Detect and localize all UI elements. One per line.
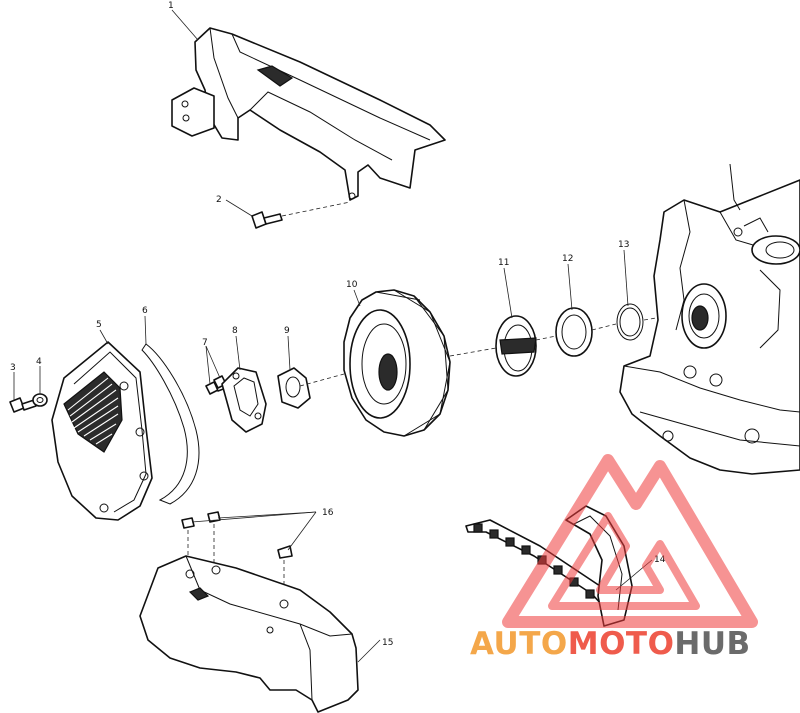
watermark-moto: MOTO [567, 626, 675, 662]
sprocket-cover [51, 341, 153, 521]
callout-labels: 1 2 3 4 5 6 7 8 9 10 11 12 13 14 15 16 [10, 1, 666, 648]
callout-16: 16 [322, 508, 334, 518]
drive-sprocket [343, 289, 451, 437]
o-ring-13 [616, 303, 644, 341]
retainer-plate-8 [221, 367, 267, 433]
callout-15: 15 [382, 638, 393, 648]
callout-10: 10 [346, 280, 358, 290]
callout-1: 1 [168, 1, 174, 11]
watermark-logo [502, 454, 758, 628]
transmission-case [619, 163, 800, 475]
callout-8: 8 [232, 326, 238, 336]
watermark-hub: HUB [674, 626, 751, 662]
callout-12: 12 [562, 254, 573, 264]
callout-3: 3 [10, 363, 16, 373]
watermark-text: AUTOMOTOHUB [470, 626, 800, 662]
lower-belt-guard [139, 555, 359, 713]
callout-7: 7 [202, 338, 208, 348]
watermark-auto: AUTO [470, 626, 568, 662]
spacer-12 [555, 307, 593, 357]
callout-14: 14 [654, 555, 666, 565]
screw-3 [9, 397, 37, 413]
washer-4 [32, 393, 48, 407]
callout-5: 5 [96, 320, 102, 330]
callout-9: 9 [284, 326, 290, 336]
cover-gasket [141, 343, 200, 505]
upper-belt-guard [171, 27, 446, 201]
callout-2: 2 [216, 195, 222, 205]
bolt-2 [251, 201, 351, 229]
callout-4: 4 [36, 357, 42, 367]
seal-11 [495, 315, 537, 377]
callout-6: 6 [142, 306, 148, 316]
nut-9 [277, 367, 311, 409]
callout-11: 11 [498, 258, 509, 268]
callout-13: 13 [618, 240, 629, 250]
